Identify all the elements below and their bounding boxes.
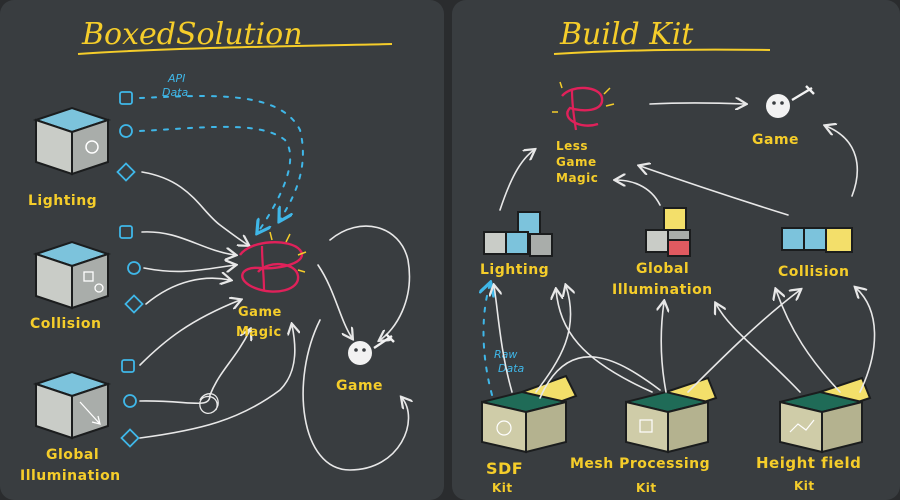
node-gi-line1: Global [636, 261, 689, 277]
port-icons [116, 91, 144, 448]
label-collision: Collision [30, 316, 102, 332]
mesh-kit-box-icon [625, 376, 718, 454]
lighting-blocks-icon [483, 211, 553, 257]
left-game-label: Game [336, 378, 383, 394]
api-note-line2: Data [162, 86, 189, 99]
raw-note-line2: Data [498, 362, 525, 375]
right-magic-line1: Less [556, 139, 588, 153]
right-title: Build Kit [559, 17, 694, 52]
ghost-icon [348, 333, 395, 365]
node-gi-line2: Illumination [612, 282, 713, 298]
node-lighting: Lighting [480, 262, 549, 278]
collision-cube-icon [32, 240, 112, 310]
api-port-icon [119, 91, 133, 105]
label-global: Global [46, 447, 99, 463]
kit-sdf-line2: Kit [492, 481, 513, 495]
kit-height-line1: Height field [756, 454, 861, 472]
node-collision: Collision [778, 264, 850, 280]
sdf-kit-box-icon [481, 374, 578, 454]
kit-height-line2: Kit [794, 479, 815, 493]
game-magic-scribble-icon [239, 231, 307, 293]
shapes-icon [83, 271, 94, 282]
less-game-magic-scribble-icon [552, 81, 615, 131]
ghost-icon-right [766, 85, 815, 118]
lighting-cube-icon [32, 106, 112, 176]
label-lighting: Lighting [28, 193, 97, 209]
collision-blocks-icon [781, 227, 853, 253]
gi-blocks-icon [645, 207, 691, 257]
raw-note-line1: Raw [494, 348, 517, 361]
heightfield-kit-box-icon [779, 376, 872, 454]
gi-cube-icon [32, 370, 112, 440]
left-magic-line1: Game [238, 305, 282, 320]
kit-sdf-line1: SDF [486, 459, 523, 478]
ray-icon [79, 401, 101, 425]
kit-mesh-line2: Kit [636, 481, 657, 495]
right-magic-line3: Magic [556, 171, 598, 185]
label-illumination: Illumination [20, 468, 121, 484]
lightbulb-icon [85, 140, 99, 154]
right-game-label: Game [752, 132, 799, 148]
api-note-line1: API [167, 72, 185, 85]
target-icon [123, 394, 137, 408]
kit-mesh-line1: Mesh Processing [570, 456, 710, 472]
right-magic-line2: Game [556, 155, 597, 169]
left-magic-line2: Magic [236, 325, 282, 340]
